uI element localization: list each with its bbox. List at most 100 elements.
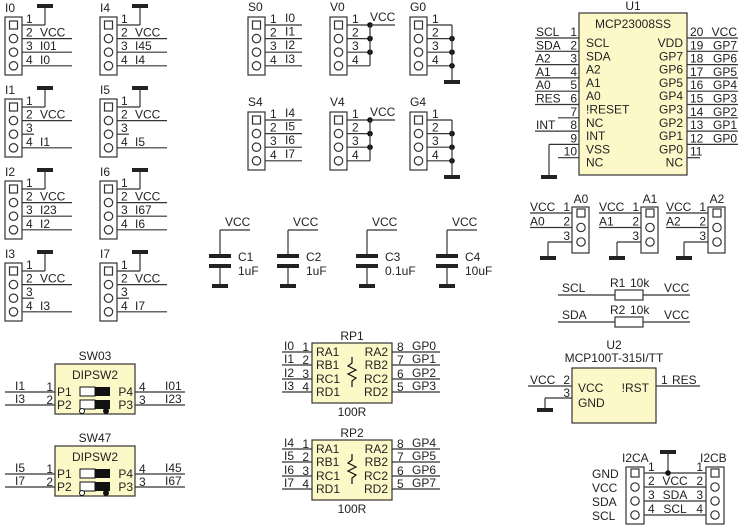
net-label: VCC [599, 200, 625, 214]
off-indicator-icon [79, 490, 85, 496]
pin-circle-icon [333, 142, 344, 152]
pin-number: 1 [26, 12, 33, 26]
pin-name: P1 [57, 385, 72, 399]
pin-circle-icon [8, 279, 19, 290]
pin-number: 4 [26, 217, 33, 231]
pin-number: 4 [352, 148, 359, 162]
header-ref: V0 [330, 0, 345, 14]
pin-name: A1 [586, 76, 601, 90]
pin-number: 1 [270, 107, 277, 121]
pin-number: 4 [121, 299, 128, 313]
pin-number: 1 [26, 258, 33, 272]
on-indicator-icon [103, 408, 109, 414]
ground-icon [280, 284, 296, 288]
pin-number: 3 [26, 203, 33, 217]
pin-name: !RST [622, 381, 650, 395]
component-value: 1uF [306, 264, 327, 278]
resistor-symbol-icon [346, 454, 358, 484]
off-indicator-icon [79, 408, 85, 414]
pin-number: 2 [270, 26, 277, 40]
pin-circle-icon [333, 47, 344, 57]
net-label: I7 [15, 474, 25, 488]
switch-lever-off [79, 468, 96, 479]
header-ref: S0 [248, 0, 263, 14]
net-label: I4 [285, 106, 295, 120]
pin-circle-icon [251, 33, 262, 44]
pin-name: GND [578, 396, 605, 410]
pin-number: 2 [352, 26, 359, 40]
net-label: I1 [15, 379, 25, 393]
pin-number: 2 [121, 108, 128, 122]
pin-circle-icon [710, 482, 720, 492]
net-label: GP5 [412, 449, 436, 463]
net-label: INT [536, 118, 556, 132]
pin-number: 4 [570, 65, 577, 79]
switch-lever-on [95, 469, 110, 478]
part-number: DIPSW2 [72, 450, 118, 464]
pin-name: RC1 [316, 469, 340, 483]
ground-icon [537, 408, 553, 412]
net-label: I23 [165, 392, 182, 406]
pin-circle-icon [413, 47, 424, 57]
component-ref: U2 [606, 338, 622, 352]
pin-number: 19 [690, 38, 704, 52]
pin-square-icon [103, 20, 114, 30]
ground-icon [359, 284, 375, 288]
pin-number: 3 [26, 121, 33, 135]
net-label: I6 [135, 217, 145, 231]
pin-number: 8 [397, 340, 404, 354]
pin-circle-icon [712, 237, 722, 247]
pin-circle-icon [8, 306, 19, 317]
part-number: MCP100T-315I/TT [565, 351, 664, 365]
pin-number: 2 [352, 121, 359, 135]
pin-number: 3 [139, 393, 146, 407]
net-label: I45 [135, 39, 152, 53]
switch-lever-off [79, 481, 96, 492]
pin-square-icon [103, 102, 114, 112]
net-label: SCL [663, 502, 687, 516]
part-number: DIPSW2 [72, 368, 118, 382]
pin-circle-icon [8, 115, 19, 126]
net-label: SCL [562, 281, 586, 295]
capacitor-plate [436, 254, 458, 258]
pin-number: 6 [397, 367, 404, 381]
pin-square-icon [413, 115, 424, 125]
pin-name: GP3 [659, 103, 683, 117]
pin-circle-icon [630, 482, 640, 492]
header-body [625, 466, 645, 525]
pin-number: 6 [570, 92, 577, 106]
header-ref: I1 [5, 83, 15, 97]
net-label: RES [672, 373, 697, 387]
ground-icon [609, 256, 625, 260]
net-label: A0 [536, 78, 551, 92]
part-number: MCP23008SS [595, 17, 671, 31]
component-value: 100R [338, 405, 367, 419]
pin-number: 4 [121, 53, 128, 67]
net-label: I7 [284, 476, 294, 490]
pin-number: 2 [432, 26, 439, 40]
pin-circle-icon [413, 61, 424, 71]
pin-circle-icon [251, 128, 262, 139]
pin-number: 2 [432, 121, 439, 135]
pin-number: 3 [139, 475, 146, 489]
header-ref: A2 [710, 192, 725, 206]
component-ref: SW47 [79, 431, 112, 445]
component-value: 0.1uF [385, 264, 416, 278]
pin-name: RC2 [364, 469, 388, 483]
pin-circle-icon [333, 156, 344, 166]
capacitor-plate [277, 254, 299, 258]
pin-number: 3 [302, 367, 309, 381]
header-ref: I2CB [700, 451, 727, 465]
pin-number: 4 [648, 502, 655, 516]
pin-number: 4 [26, 53, 33, 67]
